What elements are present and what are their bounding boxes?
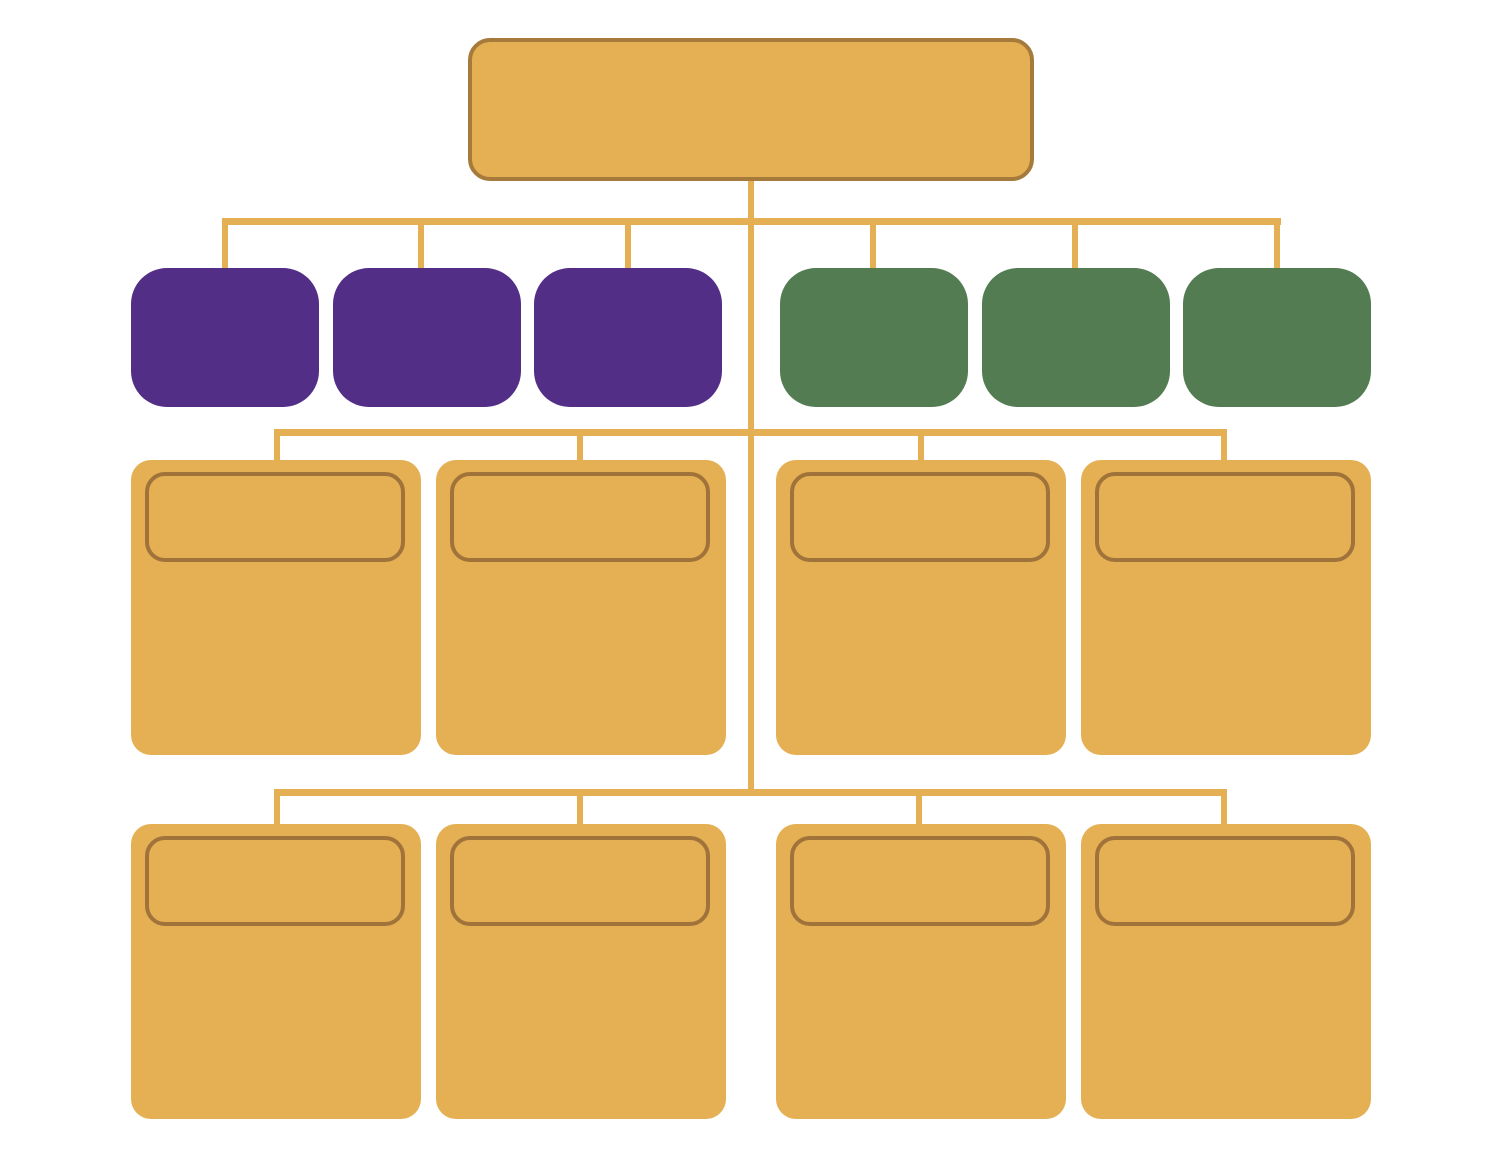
purple-node [333,268,521,407]
drop-connector [1072,218,1078,270]
drop-connector [1274,218,1280,270]
card-node [436,460,726,755]
row3-bus-connector [274,789,1227,796]
drop-connector [577,429,583,462]
card-header [145,836,405,926]
row2-bus-connector [274,429,1227,436]
row1-bus-connector [222,218,1281,225]
card-header [450,836,710,926]
card-node [131,824,421,1119]
green-node [1183,268,1371,407]
card-node [436,824,726,1119]
green-node [982,268,1170,407]
card-header [1095,472,1355,562]
drop-connector [274,429,280,462]
drop-connector [418,218,424,270]
card-node [1081,460,1371,755]
green-node [780,268,968,407]
root-node [468,38,1034,181]
card-header [790,472,1050,562]
card-node [1081,824,1371,1119]
drop-connector [1221,429,1227,462]
card-node [776,824,1066,1119]
drop-connector [222,218,228,270]
purple-node [534,268,722,407]
trunk-connector [748,181,754,796]
drop-connector [625,218,631,270]
card-node [776,460,1066,755]
card-header [1095,836,1355,926]
drop-connector [918,429,924,462]
card-node [131,460,421,755]
drop-connector [274,789,280,826]
purple-node [131,268,319,407]
drop-connector [916,789,922,826]
drop-connector [577,789,583,826]
card-header [790,836,1050,926]
drop-connector [1221,789,1227,826]
card-header [145,472,405,562]
drop-connector [870,218,876,270]
card-header [450,472,710,562]
